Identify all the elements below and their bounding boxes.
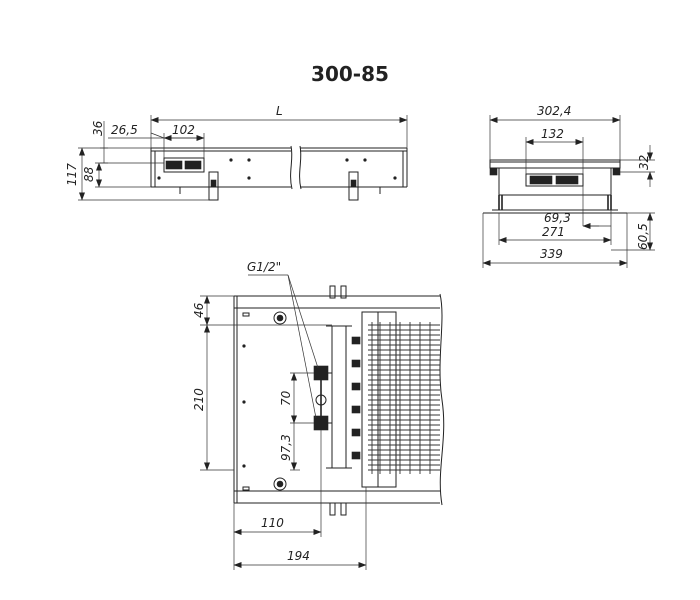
plan-view: G1/2" 46 210 70 97,3 110 194 bbox=[192, 260, 445, 570]
end-view: 302,4 132 32 69,3 271 339 60,5 bbox=[482, 104, 655, 268]
dim-pipe-spacing: 70 bbox=[279, 390, 293, 406]
dim-length: L bbox=[276, 104, 283, 118]
dim-top-offset: 36 bbox=[91, 120, 105, 136]
dim-inlet-width: 102 bbox=[172, 123, 195, 137]
dim-height-inner: 88 bbox=[82, 166, 96, 182]
dim-inner-width: 132 bbox=[541, 127, 564, 141]
side-view: L 26,5 102 117 88 36 bbox=[65, 104, 408, 201]
dim-offset: 69,3 bbox=[544, 211, 571, 225]
drawing-title: 300-85 bbox=[311, 62, 389, 86]
dim-height-total: 117 bbox=[65, 163, 79, 186]
dim-inner-width-plan: 194 bbox=[287, 549, 310, 563]
dim-body-width: 271 bbox=[542, 225, 565, 239]
dim-top-width: 302,4 bbox=[537, 104, 571, 118]
dim-flange-height: 32 bbox=[637, 155, 651, 170]
dim-overall-width: 339 bbox=[540, 247, 563, 261]
dim-pipe-offset: 97,3 bbox=[279, 434, 293, 461]
dim-top-margin: 46 bbox=[192, 302, 206, 318]
dim-inlet-offset-plan: 110 bbox=[261, 516, 284, 530]
dim-body-height: 210 bbox=[192, 388, 206, 411]
thread-label: G1/2" bbox=[247, 260, 281, 274]
heat-exchanger-fins bbox=[368, 322, 440, 474]
dim-depth: 60,5 bbox=[636, 223, 650, 250]
dim-inlet-offset: 26,5 bbox=[111, 123, 138, 137]
